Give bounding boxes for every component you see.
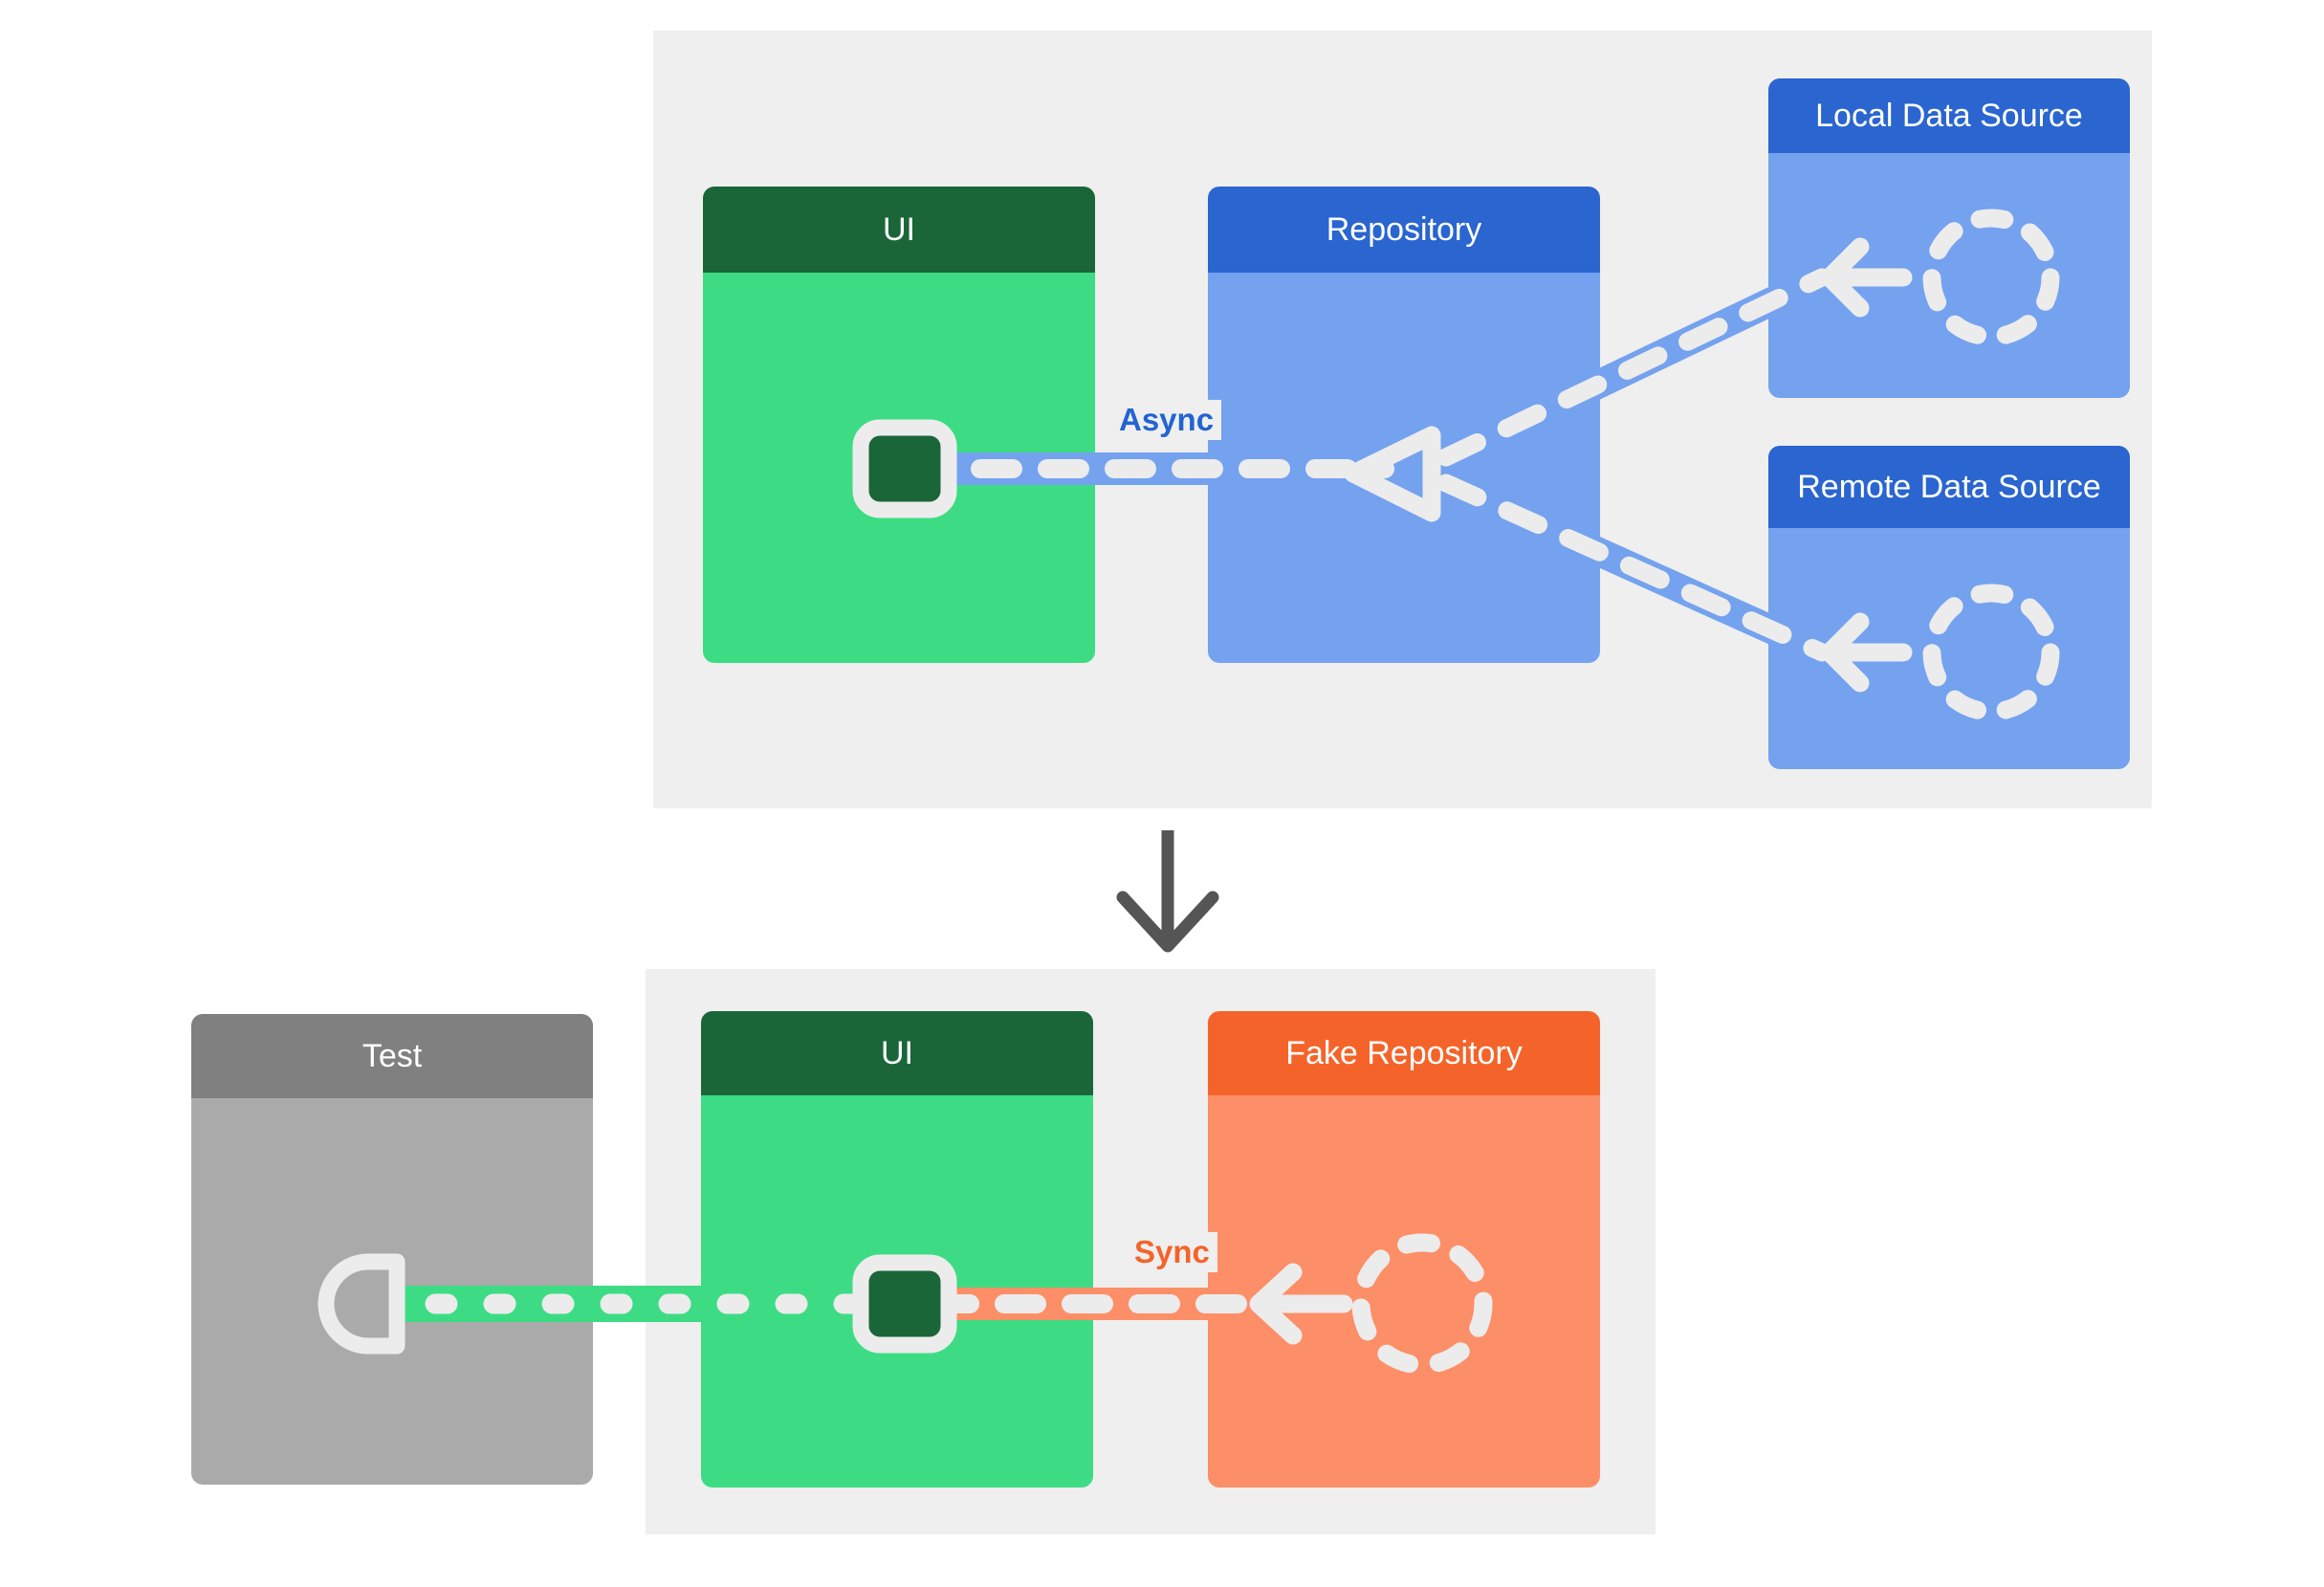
card-title-ui-test: UI xyxy=(701,1011,1093,1095)
card-ui-test[interactable]: UI xyxy=(701,1011,1093,1488)
edge-label-async: Async xyxy=(1111,400,1222,440)
card-remote-data-source[interactable]: Remote Data Source xyxy=(1768,446,2130,769)
card-body-test xyxy=(191,1098,593,1485)
card-local-data-source[interactable]: Local Data Source xyxy=(1768,78,2130,398)
card-title-ui-production: UI xyxy=(703,187,1095,273)
card-body-fake-repository xyxy=(1208,1095,1600,1488)
card-title-fake-repository: Fake Repository xyxy=(1208,1011,1600,1095)
card-title-repository: Repository xyxy=(1208,187,1600,273)
card-repository[interactable]: Repository xyxy=(1208,187,1600,663)
card-title-local-data-source: Local Data Source xyxy=(1768,78,2130,153)
card-body-local-data-source xyxy=(1768,153,2130,398)
edge-label-sync: Sync xyxy=(1127,1232,1217,1272)
card-test[interactable]: Test xyxy=(191,1014,593,1485)
card-body-ui-production xyxy=(703,273,1095,663)
card-title-remote-data-source: Remote Data Source xyxy=(1768,446,2130,528)
card-body-repository xyxy=(1208,273,1600,663)
arrow-down-icon xyxy=(1116,830,1219,953)
card-ui-production[interactable]: UI xyxy=(703,187,1095,663)
card-body-ui-test xyxy=(701,1095,1093,1488)
card-title-test: Test xyxy=(191,1014,593,1098)
card-fake-repository[interactable]: Fake Repository xyxy=(1208,1011,1600,1488)
card-body-remote-data-source xyxy=(1768,528,2130,769)
